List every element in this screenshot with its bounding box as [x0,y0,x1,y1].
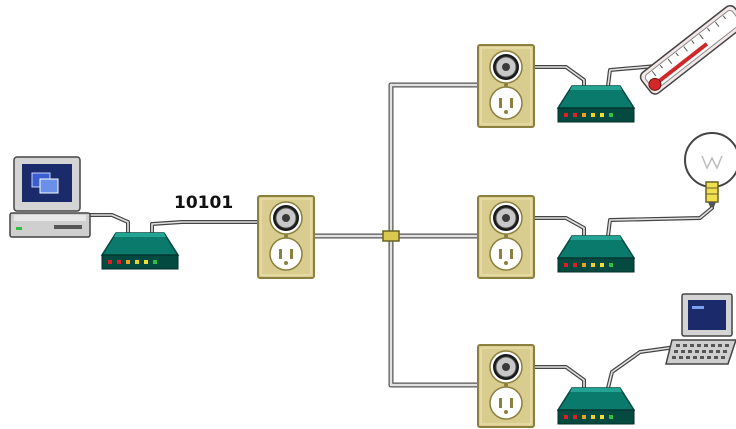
laptop-computer-icon [665,293,736,365]
left-wall-outlet [257,195,315,279]
thermometer-icon [639,4,736,95]
data-label: 10101 [174,193,233,213]
bus-junction [382,230,400,242]
top-wall-outlet [477,44,535,128]
middle-wall-outlet [477,195,535,279]
bottom-powerline-adapter [557,387,635,425]
left-powerline-adapter [101,232,179,270]
top-powerline-adapter [557,85,635,123]
cables [80,64,714,390]
bottom-wall-outlet [477,344,535,428]
desktop-computer-icon [9,156,91,238]
middle-powerline-adapter [557,235,635,273]
lightbulb-icon [684,132,736,207]
